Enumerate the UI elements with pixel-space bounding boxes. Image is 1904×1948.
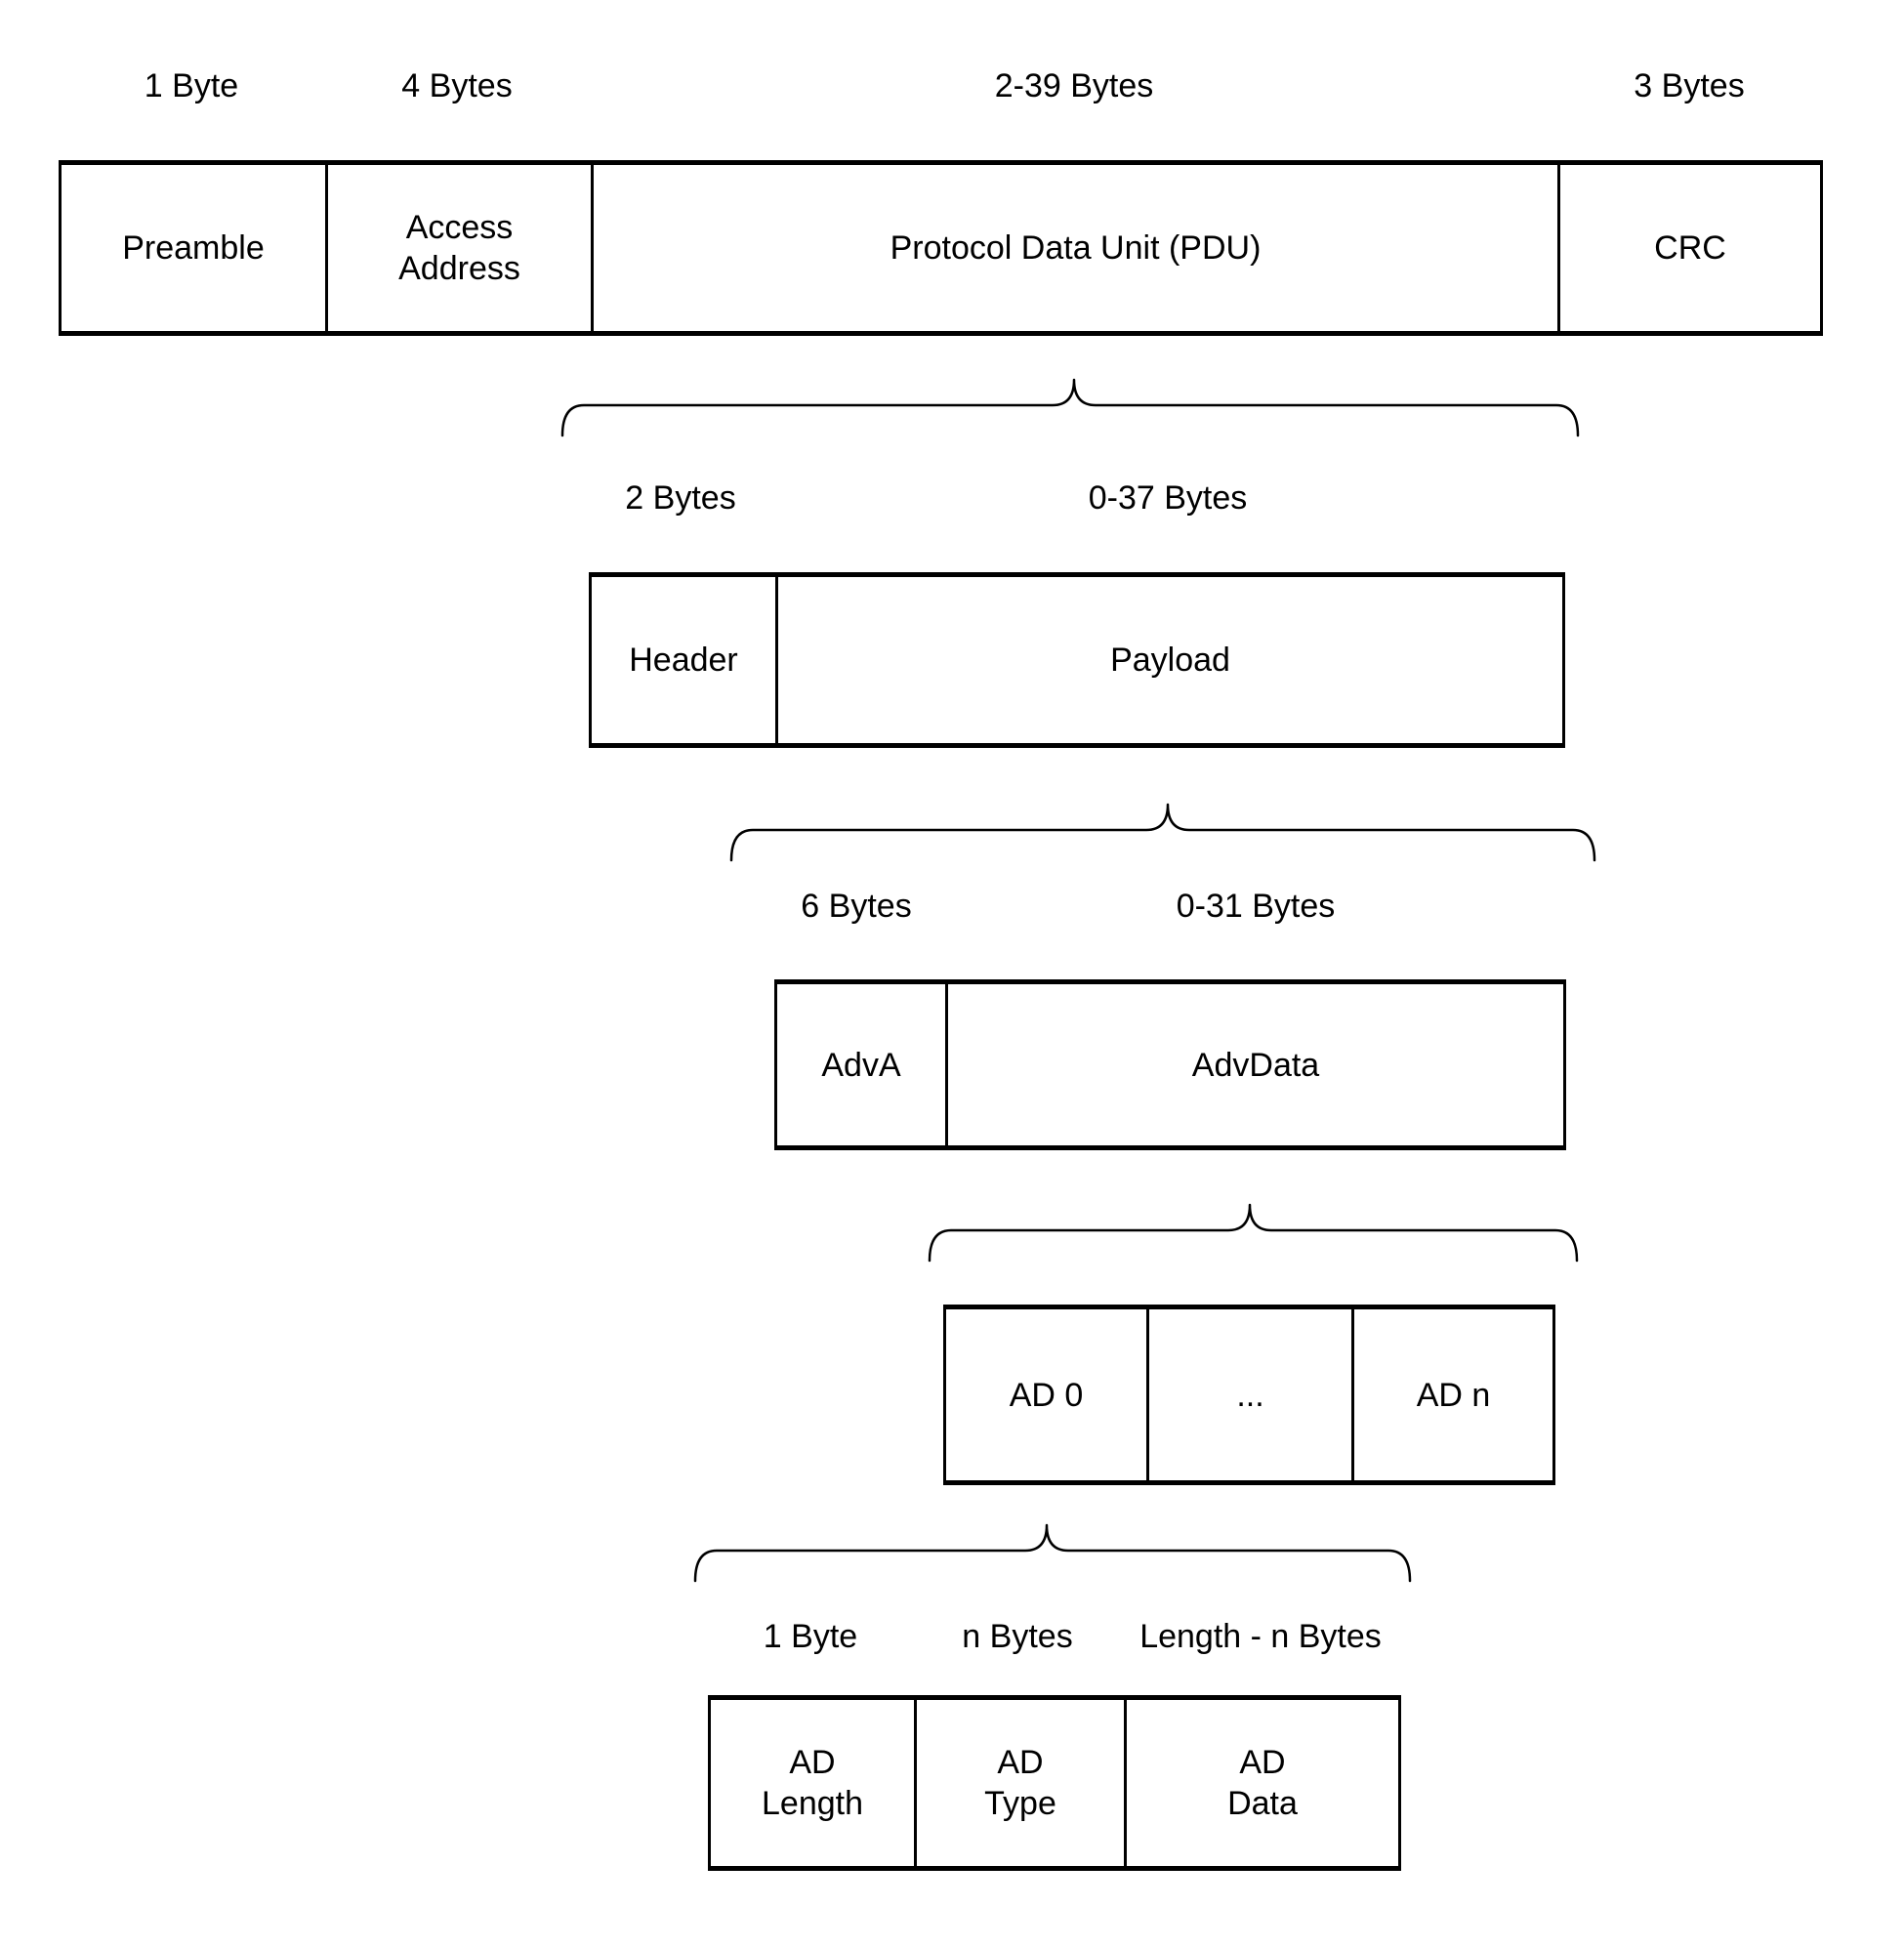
size-label-payload: 0-37 Bytes xyxy=(1088,479,1248,517)
brace-advdata xyxy=(928,1203,1579,1263)
cell-ad-type: AD Type xyxy=(914,1700,1124,1866)
size-label-advdata: 0-31 Bytes xyxy=(1176,888,1336,925)
size-label-preamble: 1 Byte xyxy=(144,67,239,104)
payload-row: AdvA AdvData xyxy=(774,979,1566,1150)
brace-pdu xyxy=(560,378,1580,437)
size-label-pdu: 2-39 Bytes xyxy=(994,67,1154,104)
size-label-ad-data: Length - n Bytes xyxy=(1139,1618,1382,1655)
size-label-ad-type: n Bytes xyxy=(962,1618,1073,1655)
cell-access-address: Access Address xyxy=(325,165,591,331)
size-label-access-address: 4 Bytes xyxy=(401,67,513,104)
advdata-row: AD 0 ... AD n xyxy=(943,1305,1555,1485)
cell-ad-n: AD n xyxy=(1351,1309,1552,1480)
cell-advdata: AdvData xyxy=(945,984,1563,1145)
cell-ad-ellipsis: ... xyxy=(1146,1309,1351,1480)
size-label-crc: 3 Bytes xyxy=(1634,67,1745,104)
cell-ad-0: AD 0 xyxy=(1009,1376,1084,1414)
cell-payload: Payload xyxy=(775,577,1562,743)
cell-preamble: Preamble xyxy=(122,229,265,267)
cell-header: Header xyxy=(629,642,738,679)
ad-structure-row: AD Length AD Type AD Data xyxy=(708,1695,1401,1871)
size-label-header: 2 Bytes xyxy=(625,479,736,517)
cell-crc: CRC xyxy=(1557,165,1820,331)
size-label-adva: 6 Bytes xyxy=(801,888,912,925)
brace-ad0 xyxy=(693,1523,1412,1583)
cell-ad-length: AD Length xyxy=(762,1744,863,1822)
size-label-ad-length: 1 Byte xyxy=(763,1618,858,1655)
packet-row: Preamble Access Address Protocol Data Un… xyxy=(59,160,1823,336)
cell-pdu: Protocol Data Unit (PDU) xyxy=(591,165,1557,331)
cell-ad-data: AD Data xyxy=(1124,1700,1398,1866)
cell-adva: AdvA xyxy=(821,1046,901,1084)
pdu-row: Header Payload xyxy=(589,572,1565,748)
brace-payload xyxy=(729,803,1596,862)
